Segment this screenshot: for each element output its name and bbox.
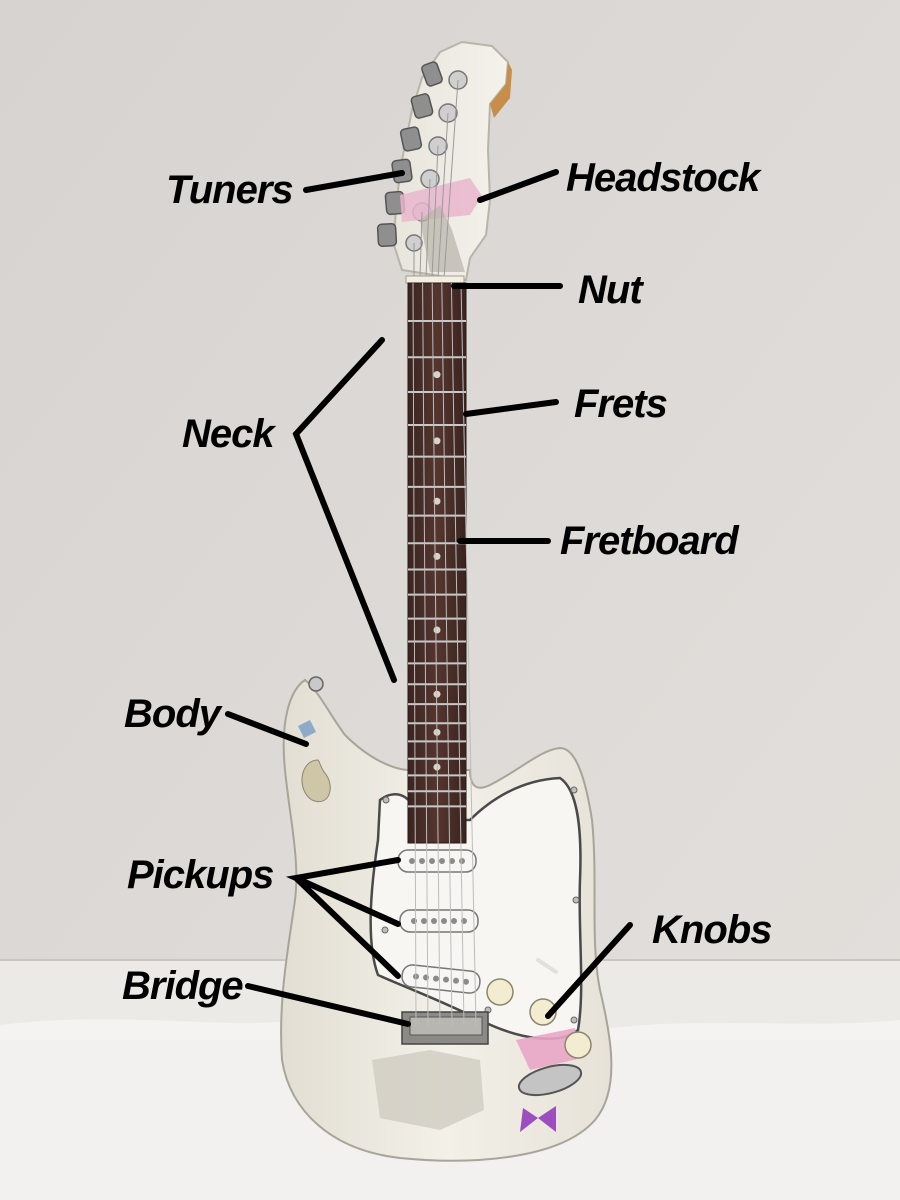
pole-piece — [429, 858, 435, 864]
frets — [408, 320, 466, 808]
pole-piece — [451, 918, 457, 924]
leader-knobs — [545, 922, 633, 1019]
pickguard-screws — [381, 786, 580, 1024]
leader-lines — [225, 169, 633, 1027]
label-tuners: Tuners — [166, 168, 294, 212]
label-knobs: Knobs — [652, 908, 772, 952]
label-fretboard: Fretboard — [560, 519, 739, 563]
pole-piece — [421, 918, 427, 924]
leader-pickups — [285, 857, 401, 979]
leader-neck — [292, 337, 397, 683]
label-headstock: Headstock — [566, 156, 760, 200]
pickup-pole-pieces — [409, 858, 469, 985]
pole-piece — [419, 858, 425, 864]
guitar-string — [441, 282, 453, 1027]
pickup-selector-switch — [536, 958, 558, 974]
label-neck: Neck — [182, 412, 275, 456]
leader-body — [225, 711, 309, 747]
guitar-string — [450, 282, 465, 1027]
pole-piece — [449, 858, 455, 864]
pole-piece — [439, 858, 445, 864]
headstock-sticker — [400, 178, 482, 222]
leader-bridge — [245, 983, 411, 1027]
pole-piece — [463, 978, 469, 985]
inlay-dot — [433, 437, 441, 445]
body-sticker-paisley — [301, 759, 331, 803]
body-sketch — [372, 1050, 484, 1130]
label-pickups: Pickups — [127, 853, 274, 897]
guitar-string — [412, 282, 417, 1027]
strap-button — [308, 676, 324, 692]
pole-piece — [453, 977, 459, 984]
pole-piece — [431, 918, 437, 924]
pole-piece — [441, 918, 447, 924]
pole-piece — [409, 858, 415, 864]
label-frets: Frets — [574, 382, 668, 426]
guitar-string — [431, 282, 441, 1027]
strings — [412, 282, 477, 1027]
pole-piece — [433, 975, 439, 982]
inlay-dot — [433, 371, 441, 379]
label-body: Body — [124, 692, 221, 736]
leader-frets — [463, 399, 559, 417]
output-jack — [517, 1063, 583, 1097]
body-sticker-small — [298, 720, 316, 738]
guitar-string — [422, 282, 429, 1027]
headstock-strings — [413, 79, 459, 279]
tuner-keys — [376, 61, 443, 248]
pole-piece — [443, 976, 449, 983]
leader-headstock — [477, 169, 559, 203]
inlay-dot — [433, 626, 441, 634]
headstock-edge — [490, 62, 512, 118]
bridge — [401, 1011, 489, 1045]
pole-piece — [459, 858, 465, 864]
leader-tuners — [303, 170, 405, 193]
butterfly-sticker — [520, 1106, 556, 1132]
body-sticker-pink — [516, 1028, 582, 1070]
label-bridge: Bridge — [122, 964, 244, 1008]
knob-volume — [486, 978, 514, 1006]
inlay-dot — [433, 497, 441, 505]
nut — [405, 275, 465, 284]
fret-inlays — [433, 371, 441, 771]
headstock-sketch — [420, 205, 465, 272]
bridge-saddles — [409, 1016, 483, 1036]
knob-tone-2 — [564, 1031, 592, 1059]
guitar-string — [460, 282, 477, 1027]
pole-piece — [411, 918, 417, 924]
label-nut: Nut — [578, 268, 643, 312]
